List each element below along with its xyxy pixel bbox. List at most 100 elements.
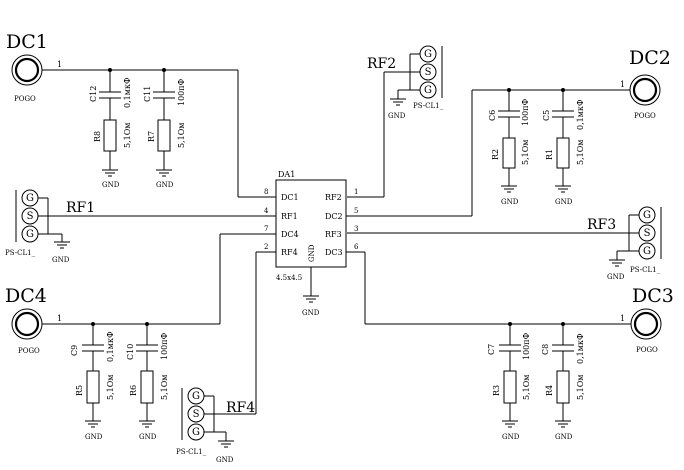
net-wires: [219, 70, 473, 324]
chip-pin-3-num: 3: [354, 225, 358, 233]
dc4-pin: 1: [57, 314, 62, 323]
rf4-pin-g2: G: [192, 427, 200, 438]
chip-pin-rf2: RF2: [325, 193, 342, 202]
rf3-gnd: GND: [607, 273, 625, 281]
dc3-pin: 1: [620, 314, 625, 323]
dc1-type: POGO: [14, 95, 36, 103]
c11-value: 100пФ: [177, 78, 186, 106]
dc2-pin: 1: [620, 80, 625, 89]
dc4-label: DC4: [5, 285, 47, 307]
c7-gnd: GND: [502, 433, 520, 441]
connector-dc2: DC2 1 POGO: [472, 47, 671, 120]
rf1-gnd: GND: [52, 256, 70, 264]
rf-connector-rf3: G S G RF3 PS-CL1_ GND: [347, 206, 662, 281]
r7-value: 5,1Ом: [177, 122, 186, 148]
c5-value: 0,1мкФ: [576, 99, 585, 130]
connector-dc1: DC1 1 POGO: [6, 31, 238, 103]
chip-pin-2-num: 2: [264, 243, 268, 251]
r7-ref: R7: [147, 131, 156, 142]
c10-ref: C10: [126, 344, 135, 360]
rf4-pin-g1: G: [192, 391, 200, 402]
rf1-pin-g1: G: [26, 193, 34, 204]
r2-ref: R2: [491, 149, 500, 160]
r4-ref: R4: [545, 385, 554, 396]
rf1-pin-g2: G: [26, 229, 34, 240]
rf4-label: RF4: [226, 400, 255, 416]
chip-pin-6-num: 6: [354, 243, 359, 251]
c6-gnd: GND: [501, 198, 519, 206]
chip-ref: DA1: [278, 170, 295, 179]
chip-pin-1-num: 1: [354, 188, 358, 196]
rf-connector-rf2: G S G RF2 PS-CL1_ GND: [347, 45, 444, 198]
r3-value: 5,1Ом: [522, 374, 531, 400]
rf4-pin-s: S: [193, 409, 200, 420]
rf1-type: PS-CL1_: [5, 249, 36, 257]
r2-value: 5,1Ом: [521, 139, 530, 165]
rf1-pin-s: S: [27, 211, 34, 222]
r8-value: 5,1Ом: [123, 122, 132, 148]
dc1-label: DC1: [6, 31, 48, 53]
chip-pin-5-num: 5: [354, 207, 358, 215]
r1-value: 5,1Ом: [576, 139, 585, 165]
dc3-label: DC3: [632, 285, 674, 307]
rc-branch-c11-r7: C11 100пФ R7 5,1Ом GND: [143, 68, 186, 189]
r3-ref: R3: [492, 385, 501, 396]
rf-connector-rf1: G S G RF1 PS-CL1_ GND: [5, 189, 238, 264]
c11-ref: C11: [143, 86, 152, 102]
c7-ref: C7: [487, 344, 496, 355]
rc-branch-c12-r8: C12 0,1мкФ R8 5,1Ом GND: [89, 68, 132, 189]
c10-value: 100пФ: [160, 332, 169, 360]
c8-ref: C8: [541, 344, 550, 355]
r5-value: 5,1Ом: [106, 374, 115, 400]
rf2-label: RF2: [367, 56, 396, 72]
rc-branch-c9-r5: C9 0,1мкФ R5 5,1Ом GND: [70, 322, 115, 441]
c8-value: 0,1мкФ: [576, 333, 585, 364]
chip-pin-dc3: DC3: [325, 248, 343, 257]
rf2-gnd: GND: [388, 112, 406, 120]
r4-value: 5,1Ом: [576, 374, 585, 400]
rc-branch-c10-r6: C10 100пФ R6 5,1Ом GND: [126, 322, 169, 441]
c6-value: 100пФ: [521, 98, 530, 126]
c12-gnd: GND: [102, 181, 120, 189]
c11-gnd: GND: [156, 181, 174, 189]
rf2-pin-g2: G: [424, 85, 432, 96]
dc2-label: DC2: [629, 47, 671, 69]
rc-branch-c5-r1: C5 0,1мкФ R1 5,1Ом GND: [542, 88, 585, 206]
rc-branch-c7-r3: C7 100пФ R3 5,1Ом GND: [487, 322, 531, 441]
r8-ref: R8: [93, 131, 102, 142]
chip-pin-rf3: RF3: [325, 230, 342, 239]
r6-value: 5,1Ом: [160, 374, 169, 400]
rc-branch-c8-r4: C8 0,1мкФ R4 5,1Ом GND: [541, 322, 585, 441]
c9-gnd: GND: [85, 433, 103, 441]
c8-gnd: GND: [555, 433, 573, 441]
chip-pin-rf4: RF4: [281, 248, 298, 257]
rf3-pin-g1: G: [643, 210, 651, 221]
c9-value: 0,1мкФ: [106, 331, 115, 362]
chip-pin-7-num: 7: [264, 225, 268, 233]
rf3-pin-g2: G: [643, 246, 651, 257]
chip-pin-rf1: RF1: [281, 212, 298, 221]
rf-connector-rf4: G S G RF4 PS-CL1_ GND: [176, 251, 276, 464]
rf1-label: RF1: [66, 200, 95, 216]
dc1-pin: 1: [57, 60, 62, 69]
connector-dc4: DC4 1 POGO: [5, 285, 220, 355]
dc3-type: POGO: [636, 346, 658, 354]
chip-pin-dc2: DC2: [325, 212, 343, 221]
c5-gnd: GND: [555, 198, 573, 206]
chip-pin-8-num: 8: [264, 188, 268, 196]
r5-ref: R5: [75, 385, 84, 396]
c12-value: 0,1мкФ: [123, 77, 132, 108]
chip-pin-4-num: 4: [264, 207, 269, 215]
rf4-gnd: GND: [216, 456, 234, 464]
chip-pin-dc1: DC1: [281, 193, 299, 202]
chip-ground-label: GND: [302, 309, 320, 317]
rf2-pin-s: S: [425, 67, 432, 78]
rf3-pin-s: S: [644, 228, 651, 239]
rf4-type: PS-CL1_: [176, 448, 207, 456]
c6-ref: C6: [488, 110, 497, 121]
connector-dc3: DC3 1 POGO: [365, 285, 674, 354]
rf2-pin-g1: G: [424, 49, 432, 60]
rf3-type: PS-CL1_: [630, 266, 661, 274]
rf2-type: PS-CL1_: [413, 102, 444, 110]
